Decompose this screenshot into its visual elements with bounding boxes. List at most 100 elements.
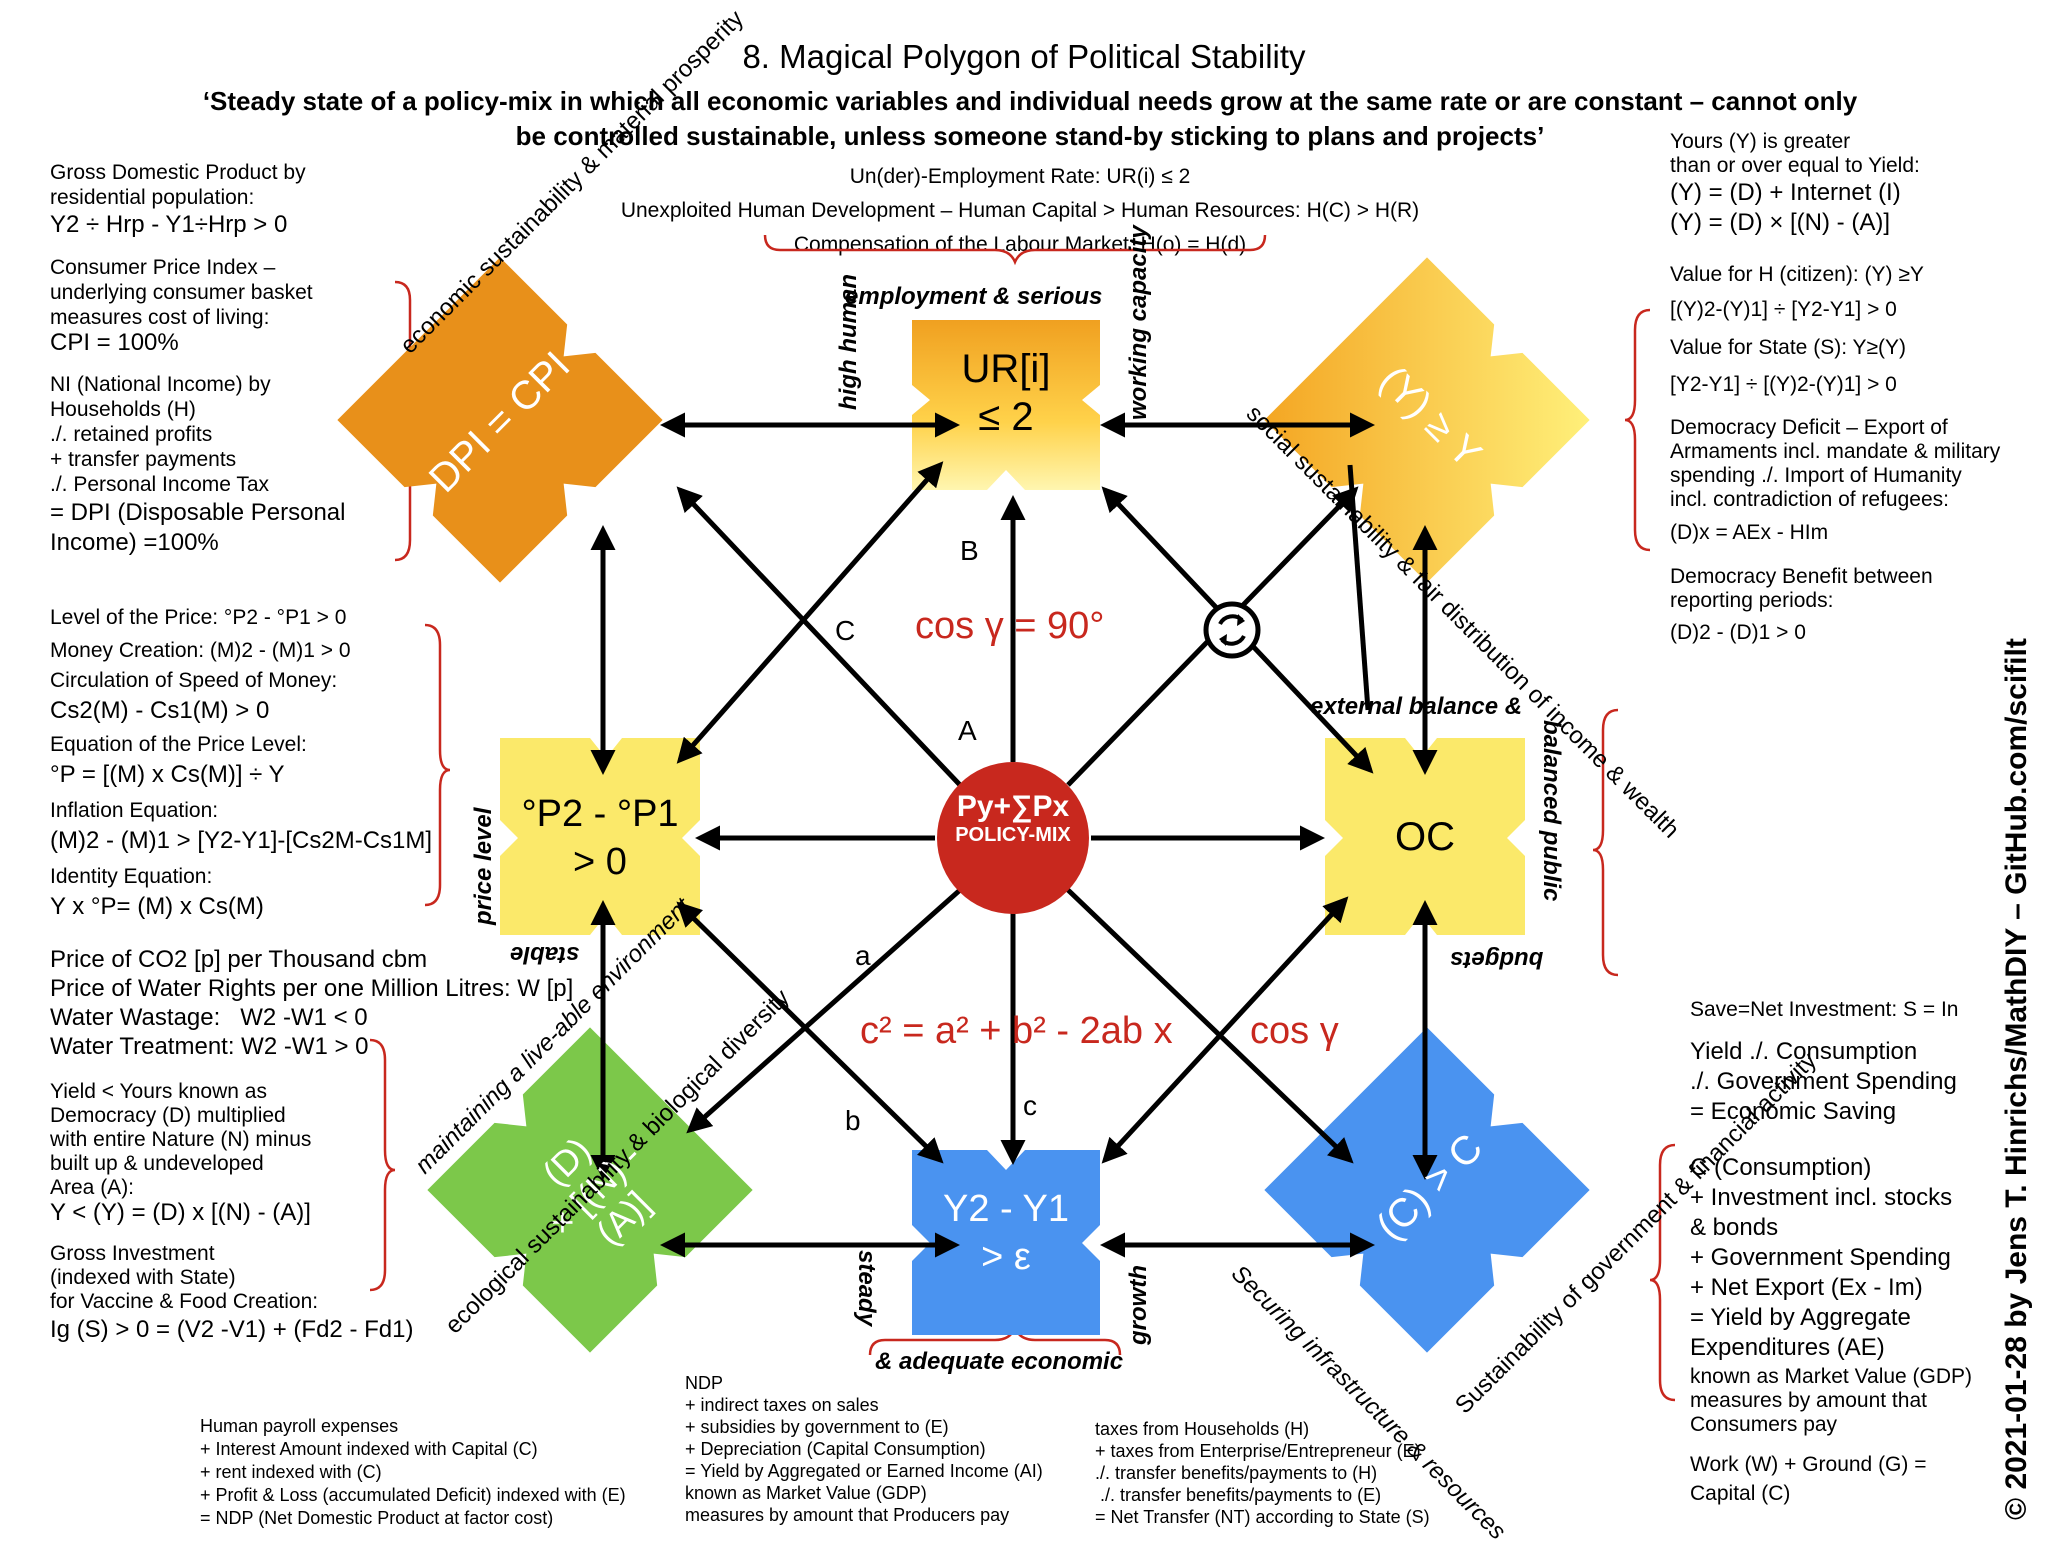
label-high-human: high human (835, 274, 862, 410)
gi-text: Gross Investment (indexed with State) fo… (50, 1242, 319, 1313)
right-bracket-netexport (1592, 708, 1619, 977)
consumption-sub-text: known as Market Value (GDP) measures by … (1690, 1365, 1973, 1436)
value-s-formula: [Y2-Y1] ÷ [(Y)2-(Y)1] > 0 (1670, 373, 1897, 396)
price-text-5: Equation of the Price Level: (50, 733, 307, 756)
node-y (1264, 257, 1590, 583)
yours-formula: (Y) = (D) + Internet (I) (Y) = (D) × [(N… (1670, 179, 1901, 236)
node-price (500, 738, 700, 935)
center-to-cons (1066, 888, 1354, 1164)
gdp-formula: Y2 ÷ Hrp - Y1÷Hrp > 0 (50, 211, 288, 238)
ndp-text: NDP + indirect taxes on sales + subsidie… (685, 1373, 1043, 1525)
taxes-text: taxes from Households (H) + taxes from E… (1095, 1419, 1430, 1527)
formula-cosg: cos γ (1250, 1010, 1339, 1052)
edge-price-ur (676, 461, 944, 764)
yield-text: Yield < Yours known as Democracy (D) mul… (50, 1080, 312, 1199)
human-dev-line: Unexploited Human Development – Human Ca… (620, 199, 1420, 222)
price-label-line2: > 0 (573, 841, 627, 883)
right-bracket-democracy (1624, 308, 1651, 552)
edge-oc-y2 (1101, 896, 1349, 1164)
yield-formula: Y < (Y) = (D) x [(N) - (A)] (50, 1199, 311, 1226)
ni-text: NI (National Income) by Households (H) .… (50, 373, 271, 496)
ni-formula: = DPI (Disposable Personal Income) =100% (50, 499, 346, 556)
node-oc (1325, 738, 1525, 935)
center-label-line1: Py+∑Px (956, 790, 1070, 823)
label-a: a (855, 940, 871, 971)
co2-text: Price of CO2 [p] per Thousand cbm Price … (50, 946, 574, 1060)
label-price-level: price level (470, 807, 497, 925)
label-balanced: balanced public (1538, 720, 1565, 902)
center-label: Py+∑Px POLICY-MIX (935, 790, 1091, 847)
label-growth: growth (1125, 1265, 1152, 1345)
growth-label: Y2 - Y1 > ε (912, 1185, 1100, 1281)
subtitle-line-1: ‘Steady state of a policy-mix in which a… (202, 86, 1858, 116)
label-steady: steady (853, 1250, 880, 1327)
left-bracket-price (424, 623, 451, 907)
ur-label-line2: ≤ 2 (978, 395, 1034, 439)
oc-label: OC (1395, 815, 1455, 859)
price-text-3: Circulation of Speed of Money: (50, 669, 338, 692)
value-h-text: Value for H (citizen): (Y) ≥Y (1670, 263, 1924, 286)
copyright-notice: © 2021-01-28 by Jens T. Hinrichs/MathDIY… (2000, 638, 2033, 1520)
growth-label-line2: > ε (981, 1236, 1031, 1278)
label-budgets: budgets (1450, 946, 1544, 973)
label-employment: employment & serious (845, 283, 1103, 310)
node-env (427, 1027, 753, 1353)
benefit-formula: (D)2 - (D)1 > 0 (1670, 621, 1806, 644)
price-label: °P2 - °P1 > 0 (500, 790, 700, 886)
edges (590, 412, 1438, 1258)
subtitle: ‘Steady state of a policy-mix in which a… (110, 84, 1950, 154)
left-bracket-yield (369, 1038, 396, 1292)
right-bracket-consumption (1649, 1143, 1676, 1402)
center-label-line2: POLICY-MIX (955, 824, 1071, 846)
cpi-formula: CPI = 100% (50, 329, 179, 356)
cycle-icon (1203, 601, 1261, 659)
node-center (937, 762, 1089, 914)
center-to-dpi (676, 486, 962, 787)
gi-formula: Ig (S) > 0 = (V2 -V1) + (Fd2 - Fd1) (50, 1316, 414, 1343)
save-text: Save=Net Investment: S = In (1690, 998, 1959, 1021)
label-A: A (958, 715, 977, 746)
price-text-6: °P = [(M) x Cs(M)] ÷ Y (50, 761, 285, 788)
label-b: b (845, 1105, 861, 1136)
price-label-line1: °P2 - °P1 (521, 793, 679, 835)
label-C: C (835, 615, 856, 646)
formula-law: c² = a² + b² - 2ab x (860, 1010, 1173, 1052)
subtitle-line-2: be controlled sustainable, unless someon… (515, 121, 1545, 151)
ur-label: UR[i] ≤ 2 (912, 345, 1100, 441)
cpi-text: Consumer Price Index – underlying consum… (50, 256, 313, 329)
value-s-text: Value for State (S): Y≥(Y) (1670, 336, 1907, 359)
yours-text: Yours (Y) is greater than or over equal … (1670, 130, 1920, 177)
gdp-text: Gross Domestic Product by residential po… (50, 161, 306, 209)
page-title: 8. Magical Polygon of Political Stabilit… (742, 38, 1306, 75)
edge-price-growth (676, 901, 944, 1164)
ur-rate-line: Un(der)-Employment Rate: UR(i) ≤ 2 (849, 165, 1191, 188)
benefit-text: Democracy Benefit between reporting peri… (1670, 565, 1933, 612)
node-growth (912, 1150, 1100, 1335)
price-text-7: Inflation Equation: (50, 799, 219, 822)
work-text: Work (W) + Ground (G) = Capital (C) (1690, 1453, 1927, 1505)
deficit-formula: (D)x = AEx - HIm (1670, 521, 1829, 544)
growth-label-line1: Y2 - Y1 (942, 1188, 1070, 1230)
label-adequate: & adequate economic (875, 1348, 1124, 1375)
label-working-capacity: working capacity (1125, 225, 1152, 420)
top-brace (763, 234, 1267, 266)
yield-cons-text: Yield ./. Consumption ./. Government Spe… (1690, 1038, 1957, 1125)
label-external: external balance & (1310, 693, 1523, 720)
node-ur (912, 320, 1100, 490)
consumption-text: C (Consumption) + Investment incl. stock… (1690, 1154, 1953, 1361)
price-text-1: Level of the Price: °P2 - °P1 > 0 (50, 606, 347, 629)
price-text-2: Money Creation: (M)2 - (M)1 > 0 (50, 639, 351, 662)
center-to-env (686, 888, 962, 1134)
label-c: c (1023, 1090, 1037, 1121)
formula-cos: cos γ = 90° (915, 605, 1105, 647)
ur-label-line1: UR[i] (961, 347, 1051, 391)
payroll-text: Human payroll expenses + Interest Amount… (200, 1416, 626, 1528)
price-text-10: Y x °P= (M) x Cs(M) (50, 893, 264, 920)
label-B: B (960, 535, 979, 566)
value-h-formula: [(Y)2-(Y)1] ÷ [Y2-Y1] > 0 (1670, 298, 1897, 321)
price-text-4: Cs2(M) - Cs1(M) > 0 (50, 697, 270, 724)
price-text-8: (M)2 - (M)1 > [Y2-Y1]-[Cs2M-Cs1M] (50, 827, 433, 854)
deficit-text: Democracy Deficit – Export of Armaments … (1670, 416, 2001, 511)
price-text-9: Identity Equation: (50, 865, 213, 888)
